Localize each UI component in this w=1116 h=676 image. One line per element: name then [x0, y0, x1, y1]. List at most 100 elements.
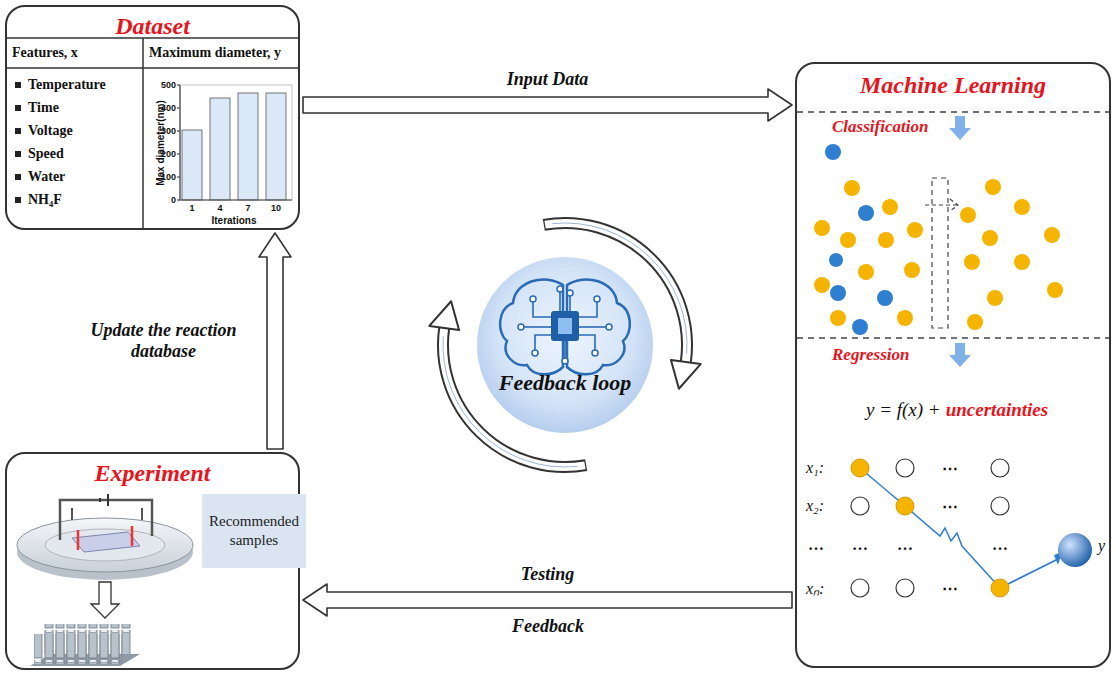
regression-network	[991, 459, 1009, 477]
label-feat: Water	[28, 169, 65, 185]
regression-network	[991, 497, 1009, 515]
label-ax: 10	[271, 203, 281, 213]
classification-scatter	[814, 277, 830, 293]
classification-scatter	[858, 205, 874, 221]
regression-network	[1000, 558, 1060, 588]
dashed-separator	[797, 111, 1109, 112]
anodization-cell	[17, 518, 193, 572]
feedback-circle: Feedback loop	[475, 255, 655, 435]
bullet	[15, 82, 21, 203]
dashed-separator	[797, 337, 1109, 338]
bullet	[15, 105, 21, 111]
down-arrow	[949, 116, 971, 140]
regression-network	[851, 579, 869, 597]
edge-label: Testing	[521, 564, 574, 585]
loop-arrowhead	[429, 301, 459, 330]
label-xr: x₂:	[806, 497, 824, 515]
brain-icon	[475, 255, 655, 435]
classification-scatter	[844, 180, 860, 196]
process-arrow	[91, 582, 119, 618]
regression-network	[851, 459, 1092, 597]
process-arrow	[91, 582, 119, 618]
label-dt: ⋯	[942, 497, 958, 516]
classification-scatter	[960, 207, 976, 223]
edge-label: Update the reaction database	[76, 320, 251, 362]
classification-scatter	[967, 314, 983, 330]
label-ax: 200	[161, 149, 176, 159]
regression-network	[1058, 533, 1092, 567]
regression-network	[896, 579, 914, 597]
label-xr: x₁:	[806, 459, 824, 477]
regression-network	[896, 459, 914, 477]
bar-chart	[180, 85, 292, 200]
regression-network	[991, 579, 1009, 597]
regression-network	[905, 506, 1000, 588]
dataset-table	[142, 38, 144, 229]
panel-title: Machine Learning	[797, 72, 1109, 99]
anodization-cell	[131, 526, 134, 546]
label-dt: …	[808, 536, 824, 554]
label-feat: Speed	[28, 146, 64, 162]
bar-chart	[180, 85, 292, 200]
down-arrow	[949, 116, 971, 367]
classification-scatter	[985, 179, 1001, 195]
label-fx: y = f(x) +	[866, 399, 941, 421]
nanotube-array	[30, 624, 140, 666]
classification-scatter	[1044, 227, 1060, 243]
label-dt: ⋯	[942, 459, 958, 478]
classification-scatter	[907, 222, 923, 238]
panel-title: Experiment	[7, 460, 298, 487]
label-feat: Time	[28, 100, 59, 116]
label-ax: 500	[161, 80, 176, 90]
classification-scatter	[825, 144, 893, 335]
classification-scatter	[814, 179, 1063, 330]
classification-scatter	[830, 285, 846, 301]
anodization-cell	[107, 494, 109, 506]
label-hdr: Maximum diameter, y	[149, 45, 281, 61]
label-hdr: Features, x	[12, 45, 78, 61]
block-arrow	[303, 89, 792, 121]
regression-network	[851, 459, 869, 477]
label-feat: Voltage	[28, 123, 73, 139]
dashed-separator	[797, 112, 1109, 338]
down-arrow	[949, 343, 971, 367]
label-ax: 300	[161, 126, 176, 136]
label-axl: Iterations	[211, 215, 256, 226]
block-arrow	[259, 233, 291, 449]
classification-scatter	[882, 199, 898, 215]
bullet	[15, 82, 21, 88]
anodization-cell	[45, 529, 165, 561]
bar-chart	[182, 130, 202, 200]
bar-chart	[177, 85, 292, 200]
dataset-table	[6, 67, 299, 69]
anodization-cell	[77, 530, 80, 550]
experiment-panel: ExperimentRecommended samples	[5, 452, 300, 670]
classification-scatter	[1047, 282, 1063, 298]
label-ax: 7	[245, 203, 250, 213]
classification-scatter	[814, 144, 1063, 335]
nanotube-array	[34, 634, 122, 664]
bullet	[15, 197, 21, 203]
classification-scatter	[840, 232, 856, 248]
block-arrow	[303, 584, 792, 616]
bullet	[15, 174, 21, 180]
classification-scatter	[830, 310, 846, 326]
classification-scatter	[904, 262, 920, 278]
label-xr: y	[1098, 537, 1105, 555]
samples-box: Recommended samples	[202, 494, 306, 568]
bar-chart	[238, 93, 258, 200]
classification-scatter	[814, 220, 830, 236]
label-sub: Classification	[832, 117, 928, 137]
classification-scatter	[825, 144, 841, 160]
regression-network	[851, 497, 869, 515]
label-feat: Temperature	[28, 77, 106, 93]
label-el: Feedback	[512, 616, 584, 637]
label-ax: 400	[161, 103, 176, 113]
label-sub: Regression	[832, 345, 909, 365]
classification-scatter	[858, 264, 874, 280]
bar-chart	[177, 85, 180, 200]
label-dt: …	[897, 536, 913, 554]
bar-chart	[266, 93, 286, 200]
classification-scatter	[1014, 199, 1030, 215]
